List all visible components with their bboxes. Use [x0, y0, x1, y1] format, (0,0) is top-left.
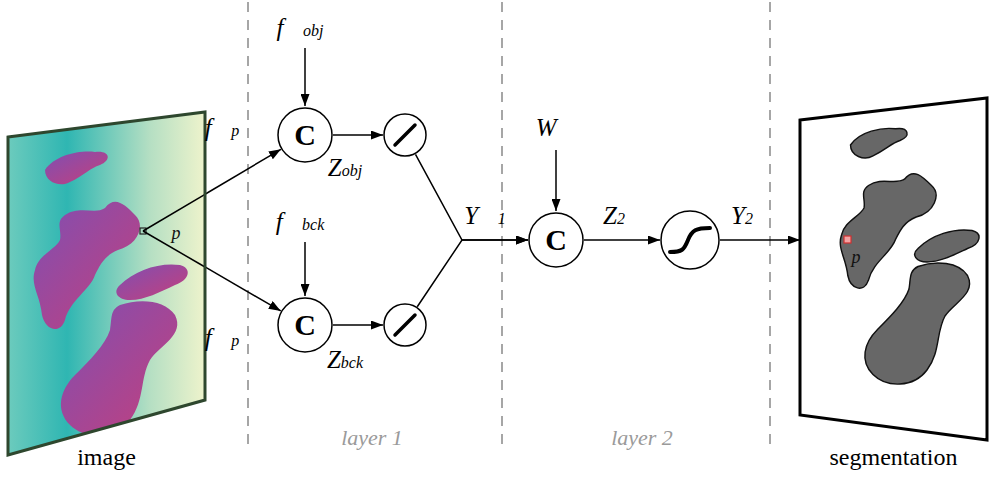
label-holder: Y2	[731, 200, 753, 233]
image-ground	[8, 112, 205, 455]
sigmoid-curve	[670, 228, 710, 252]
linear-curve	[395, 125, 415, 145]
panel-caption: image	[8, 444, 205, 470]
linear-activation	[383, 113, 427, 157]
input-vector: f⃗obj	[277, 12, 324, 45]
panel-caption: segmentation	[800, 444, 987, 470]
signal-arrow	[720, 239, 800, 241]
panel-outline	[800, 98, 987, 440]
signal-arrow	[415, 154, 528, 240]
operator-symbol: C	[545, 225, 567, 255]
input-image: image	[8, 112, 205, 474]
label-holder: layer 1	[341, 425, 403, 451]
label-holder: Z2	[603, 200, 625, 233]
pixel-marker	[844, 236, 851, 243]
signal-arrow	[333, 134, 383, 136]
segmentation-ground	[800, 98, 987, 440]
label-holder: W⃗	[536, 112, 576, 145]
input-vector: f⃗bck	[276, 206, 325, 239]
input-arrow	[305, 48, 556, 296]
node-outline	[383, 113, 427, 157]
segmentation-output: segmentation	[800, 98, 987, 472]
signal-label: Y2	[731, 200, 753, 233]
label-holder: f⃗p	[205, 112, 239, 145]
label-holder: Y⃗1	[464, 200, 505, 233]
pixel-label: p	[172, 223, 181, 244]
operator-symbol: C	[294, 310, 316, 340]
signal-label: Y⃗1	[464, 200, 505, 233]
label-holder: f⃗bck	[276, 206, 325, 239]
node-outline	[383, 303, 427, 347]
label-holder: p	[172, 223, 181, 244]
linear-curve	[395, 315, 415, 335]
signal-arrow	[205, 149, 281, 194]
operator-node: C	[277, 297, 333, 353]
operator-node: C	[277, 107, 333, 163]
signal-arrow	[333, 324, 383, 326]
signal-label: Zbck	[327, 344, 363, 377]
label-holder: Zobj	[328, 152, 362, 185]
pixel-label: p	[852, 247, 861, 268]
signal-arrow	[417, 240, 528, 307]
layer-caption: layer 1	[341, 425, 403, 451]
linear-activation	[383, 303, 427, 347]
signal-label: Z2	[603, 200, 625, 233]
signal-arrow	[584, 239, 660, 241]
operator-symbol: C	[294, 120, 316, 150]
node-outline	[660, 210, 720, 270]
layer-caption: layer 2	[611, 425, 673, 451]
image-blobs	[34, 152, 188, 436]
signal-label: f⃗p	[205, 112, 239, 145]
label-holder: f⃗obj	[277, 12, 324, 45]
segmentation-blobs	[840, 128, 979, 384]
weight-vector: W⃗	[536, 112, 576, 145]
signal-label: f⃗p	[205, 322, 239, 355]
signal-label: Zobj	[328, 152, 362, 185]
label-holder: f⃗p	[205, 322, 239, 355]
signal-arrow	[205, 267, 281, 311]
label-holder: Zbck	[327, 344, 363, 377]
layer-divider	[248, 2, 770, 448]
panel-outline	[8, 112, 205, 455]
operator-node: C	[528, 212, 584, 268]
label-holder: p	[852, 247, 861, 268]
sigmoid-activation	[660, 210, 720, 270]
label-holder: layer 2	[611, 425, 673, 451]
